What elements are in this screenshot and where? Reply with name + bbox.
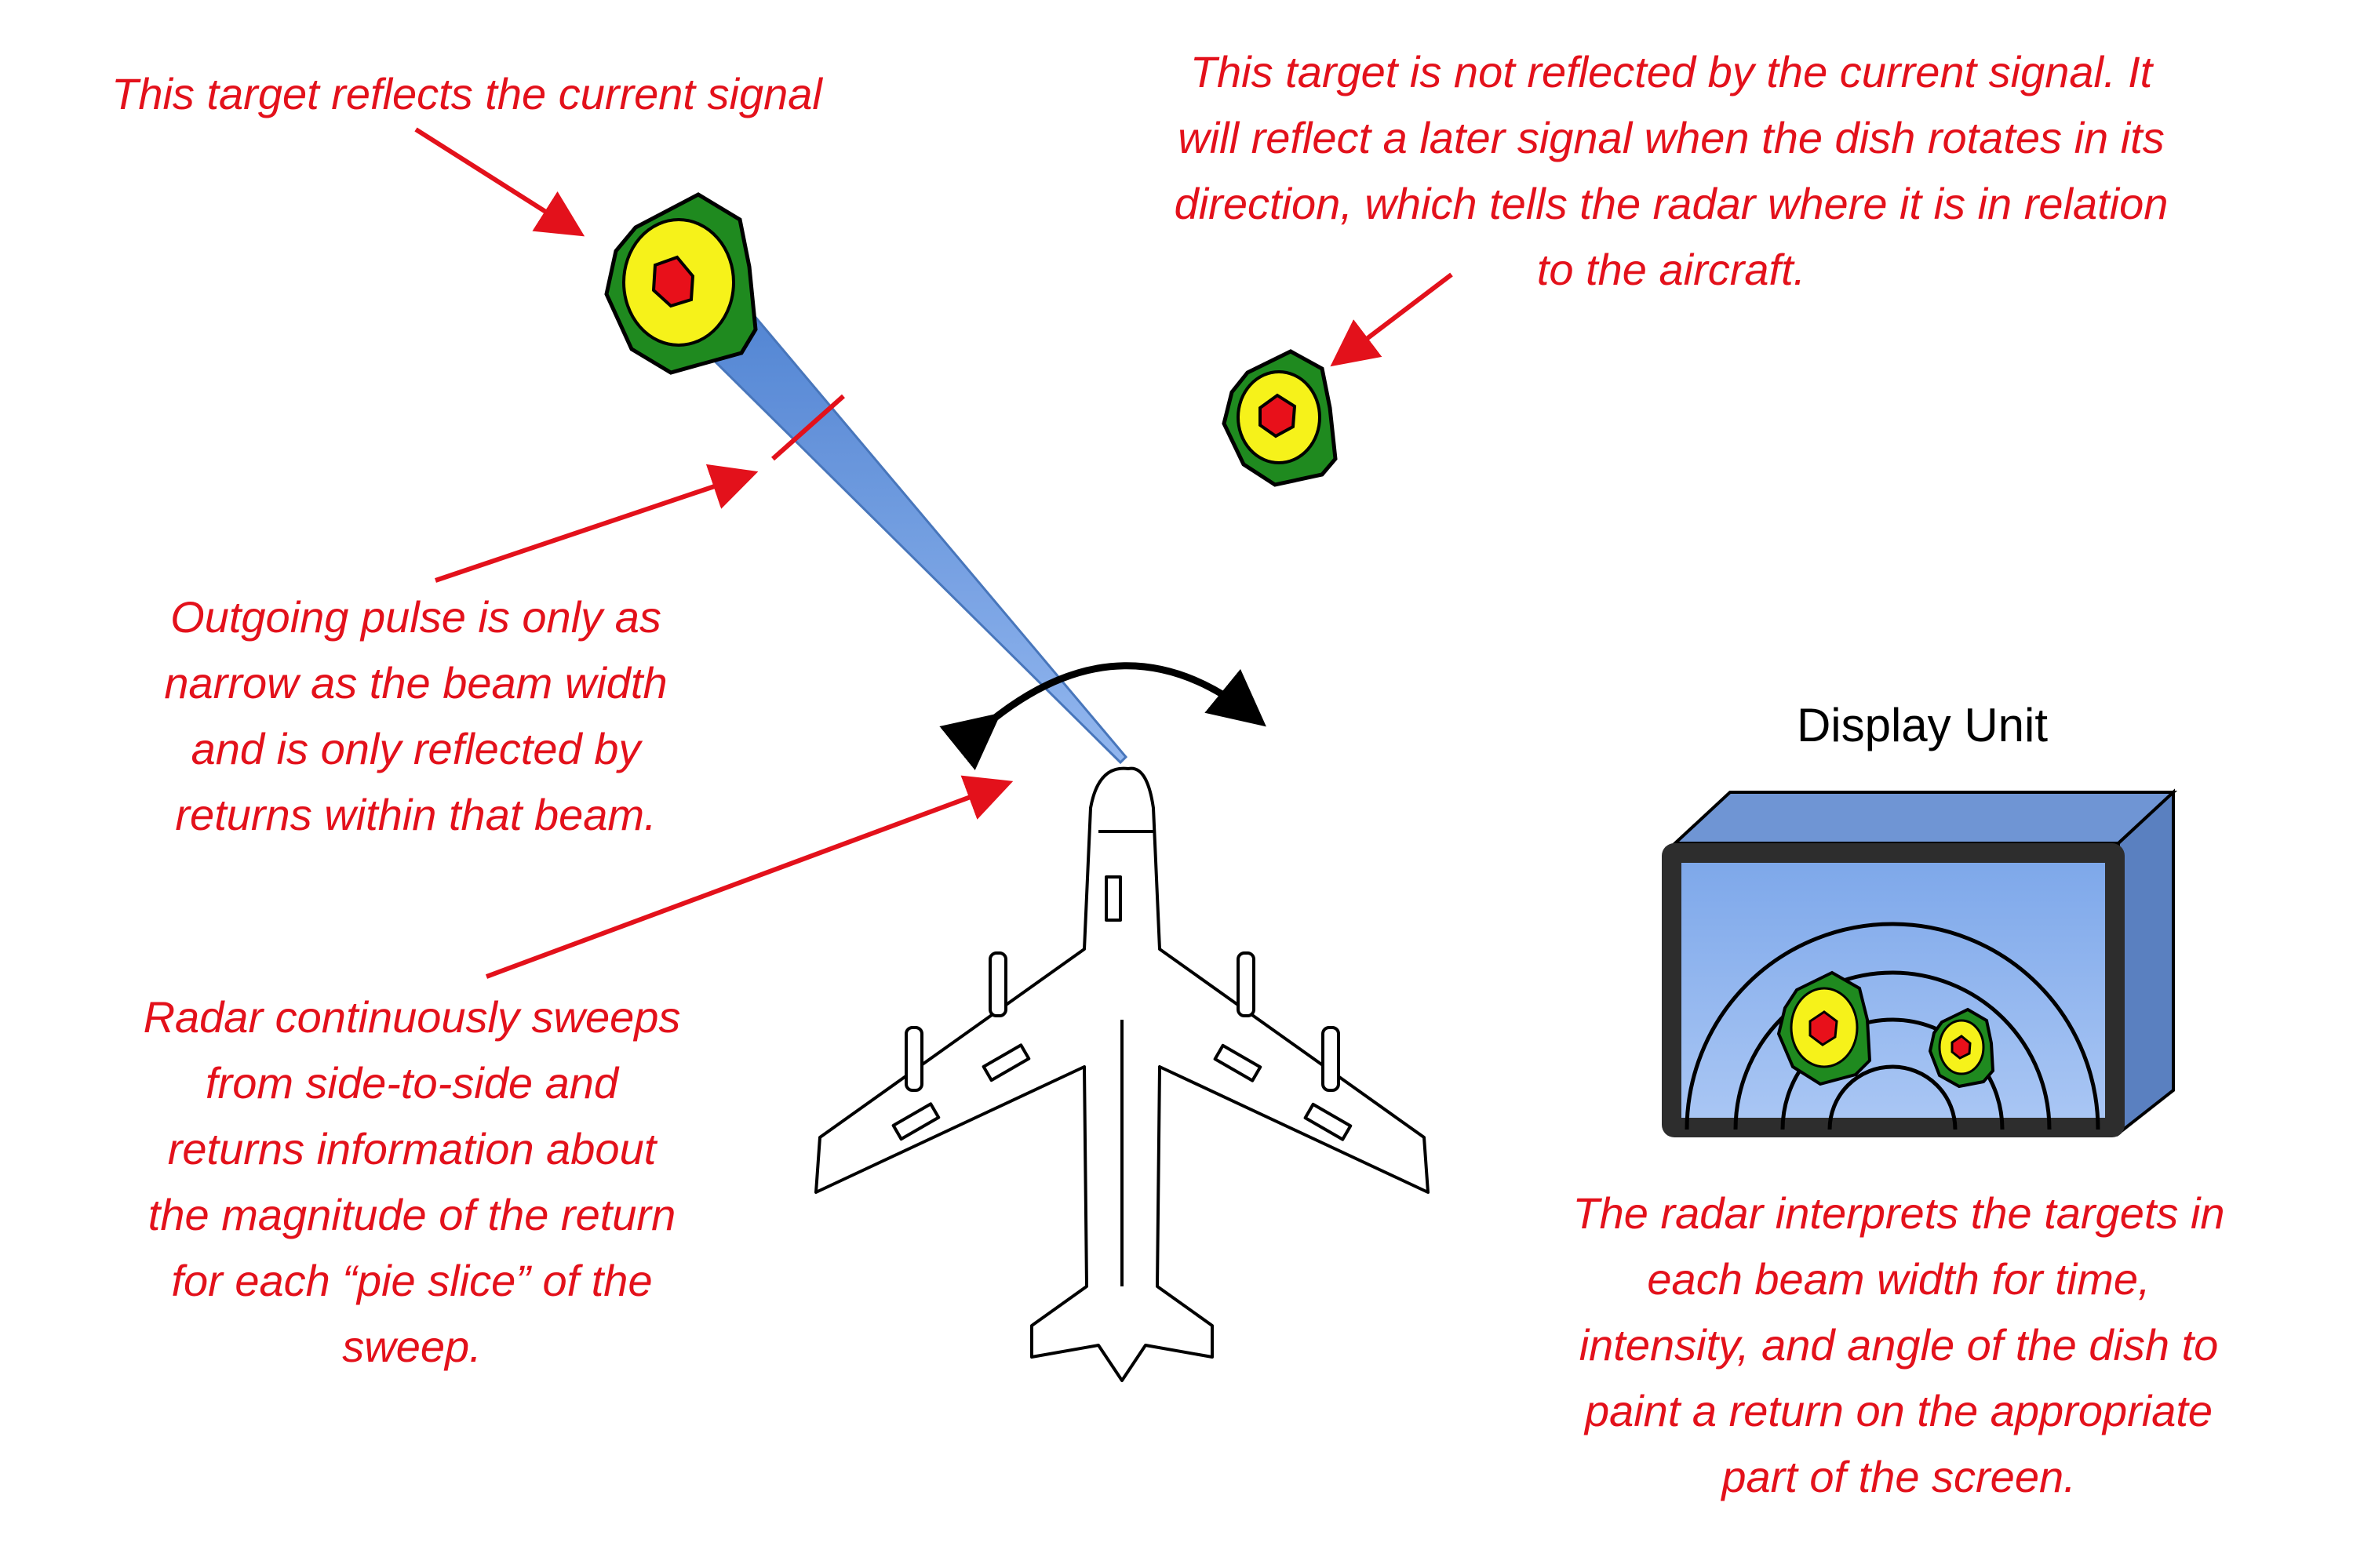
annotation-line: from side-to-side and [205, 1058, 618, 1108]
weather-target-icon [604, 192, 758, 375]
pulse-marker [771, 394, 845, 461]
annotation-target-current: This target reflects the current signal [111, 69, 822, 118]
annotation-line: The radar interprets the targets in [1572, 1188, 2225, 1238]
annotation-line: part of the screen. [1721, 1452, 2076, 1501]
annotation-line: paint a return on the appropriate [1584, 1386, 2213, 1435]
annotation-line: narrow as the beam width [164, 658, 668, 708]
display-unit-title: Display Unit [1796, 699, 2049, 751]
annotation-line: for each “pie slice” of the [171, 1256, 653, 1305]
annotation-line: each beam width for time, [1647, 1254, 2151, 1304]
annotation-line: Radar continuously sweeps [143, 992, 681, 1042]
arrow-target-later [1330, 272, 1453, 367]
annotation-line: sweep. [342, 1322, 482, 1371]
annotation-line: and is only reflected by [191, 724, 641, 773]
annotation-line: direction, which tells the radar where i… [1174, 179, 2169, 228]
radar-beam [680, 308, 1128, 765]
annotation-pulse: Outgoing pulse is only as narrow as the … [94, 584, 738, 848]
airplane-icon [814, 766, 1430, 1382]
annotation-line: returns information about [167, 1124, 657, 1173]
annotation-line: will reflect a later signal when the dis… [1178, 113, 2165, 162]
annotation-line: the magnitude of the return [148, 1190, 676, 1239]
annotation-line: returns within that beam. [175, 790, 657, 839]
annotation-line: Outgoing pulse is only as [170, 592, 661, 642]
annotation-target-later: This target is not reflected by the curr… [1083, 39, 2260, 303]
annotation-line: This target is not reflected by the curr… [1189, 47, 2153, 96]
arrow-pulse [435, 464, 759, 583]
annotation-line: intensity, and angle of the dish to [1579, 1320, 2219, 1370]
sweep-arrow-icon [939, 662, 1266, 770]
annotation-interpret: The radar interprets the targets in each… [1475, 1181, 2322, 1510]
annotation-line: to the aircraft. [1536, 245, 1806, 294]
arrow-target-current [414, 127, 585, 237]
annotation-sweep: Radar continuously sweeps from side-to-s… [71, 984, 753, 1380]
arrow-sweep [485, 775, 1014, 979]
weather-target-icon [1222, 349, 1338, 487]
display-unit-icon [1662, 788, 2178, 1137]
